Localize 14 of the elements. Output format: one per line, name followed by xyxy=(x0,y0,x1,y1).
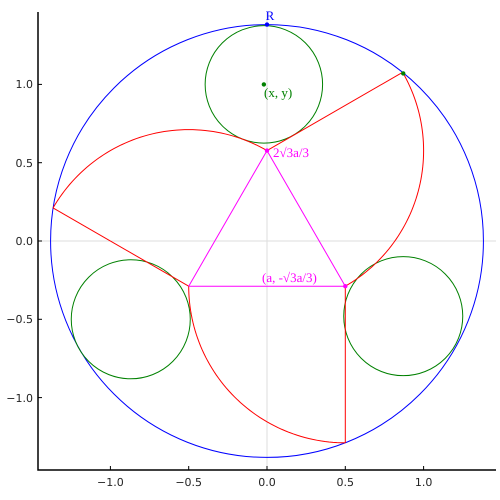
point-label: 2√3a/3 xyxy=(273,145,310,161)
axis-tick-label: 0.5 xyxy=(336,476,354,489)
axis-tick-label: 0.0 xyxy=(258,476,276,489)
point-label: (a, -√3a/3) xyxy=(262,270,317,286)
axis-tick-label: 1.0 xyxy=(16,78,33,92)
axis-tick-label: −0.5 xyxy=(175,476,202,489)
axis-tick-label: 0.5 xyxy=(16,156,33,170)
axis-tick-label: 1.0 xyxy=(414,476,432,489)
axis-tick-label: −0.5 xyxy=(6,313,33,326)
axis-tick-label: 0.0 xyxy=(16,235,33,248)
axis-tick-label: −1.0 xyxy=(97,476,124,489)
point-label: (x, y) xyxy=(264,85,292,101)
point-label: R xyxy=(266,8,274,24)
axis-tick-label: −1.0 xyxy=(6,392,33,405)
